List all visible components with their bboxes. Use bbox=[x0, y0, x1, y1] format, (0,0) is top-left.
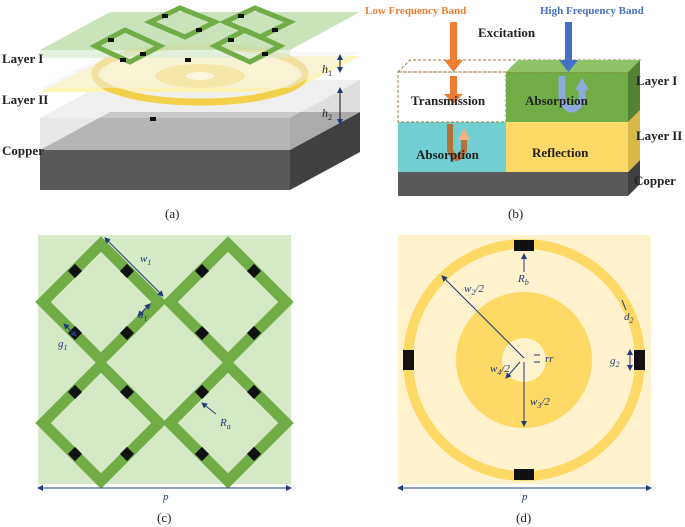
panel-b-copper-label: Copper bbox=[634, 173, 676, 188]
high-band-arrow bbox=[565, 22, 572, 62]
panel-a-layer2-label: Layer II bbox=[2, 92, 48, 107]
d2-label: d2 bbox=[624, 311, 634, 325]
reflection-label: Reflection bbox=[532, 145, 589, 160]
p-label-d: p bbox=[521, 491, 528, 503]
b-layer1-right bbox=[506, 72, 628, 122]
panel-c-caption: (c) bbox=[157, 510, 171, 525]
high-band-label: High Frequency Band bbox=[540, 5, 644, 17]
w4-label: w4/2 bbox=[490, 363, 510, 377]
low-band-label: Low Frequency Band bbox=[365, 5, 466, 17]
panel-b-mechanism-diagram bbox=[396, 22, 642, 196]
high-band-absorption-path bbox=[558, 76, 586, 113]
g1-label: g1 bbox=[58, 338, 68, 352]
w1-label: w1 bbox=[140, 253, 151, 267]
w2-label: w2/2 bbox=[464, 283, 484, 297]
c-substrate bbox=[38, 235, 291, 484]
d-resistors bbox=[403, 240, 645, 480]
panel-c-layer1-unit-cell bbox=[35, 235, 294, 491]
panel-a-caption: (a) bbox=[165, 206, 179, 221]
excitation-label: Excitation bbox=[478, 25, 536, 40]
panel-b-caption: (b) bbox=[508, 206, 523, 221]
transmission-label: Transmission bbox=[411, 93, 486, 108]
b-copper bbox=[398, 172, 628, 196]
g2-label: g2 bbox=[610, 355, 620, 369]
d1-label: d1 bbox=[138, 309, 148, 323]
low-band-absorption-path bbox=[447, 124, 467, 161]
layer1-patches bbox=[89, 5, 297, 65]
copper-front bbox=[40, 150, 290, 190]
panel-a-copper-label: Copper bbox=[2, 143, 44, 158]
panel-d-caption: (d) bbox=[516, 510, 531, 525]
copper-side bbox=[290, 112, 360, 190]
Ra-label: Ra bbox=[219, 417, 231, 431]
w3-label: w3/2 bbox=[530, 396, 550, 410]
low-band-arrow bbox=[450, 22, 457, 62]
panel-b-layer1-label: Layer I bbox=[636, 73, 677, 88]
absorption-low-label: Absorption bbox=[416, 147, 480, 162]
panel-a-layer-stack bbox=[40, 5, 360, 190]
b-layer2-right bbox=[506, 122, 628, 172]
p-label-c: p bbox=[162, 491, 169, 503]
panel-a-layer1-label: Layer I bbox=[2, 51, 43, 66]
Rb-label: Rb bbox=[517, 273, 529, 287]
h2-label: h2 bbox=[322, 106, 332, 122]
d-inner-hole bbox=[502, 338, 546, 382]
h1-label: h1 bbox=[322, 62, 332, 78]
panel-b-layer2-label: Layer II bbox=[636, 128, 682, 143]
absorption-high-label: Absorption bbox=[525, 93, 589, 108]
panel-d-layer2-unit-cell bbox=[397, 235, 652, 491]
rr-label: rr bbox=[545, 353, 554, 365]
